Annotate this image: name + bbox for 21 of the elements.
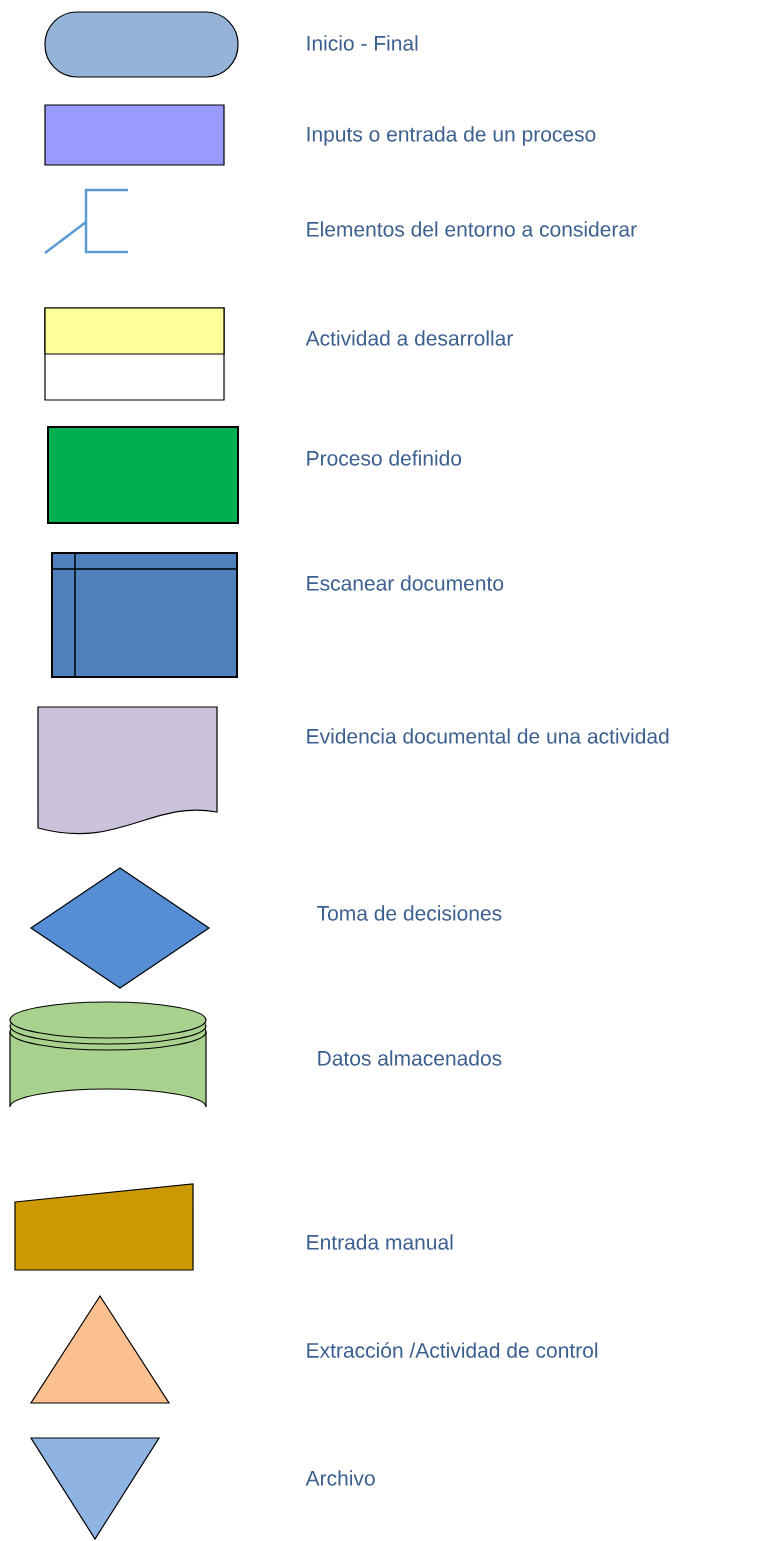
symbol-description: Extracción /Actividad de control <box>307 1342 598 1358</box>
symbol-description: Escanear documento <box>307 575 504 591</box>
database-symbol <box>9 1001 207 1108</box>
symbol-description: Inicio - Final <box>307 35 418 51</box>
terminator-symbol <box>44 11 239 78</box>
document-symbol <box>37 706 218 835</box>
input-symbol <box>44 104 225 166</box>
symbol-description: Proceso definido <box>307 450 462 466</box>
symbol-description: Elementos del entorno a considerar <box>307 221 637 237</box>
activity-symbol <box>44 307 225 401</box>
scan-symbol <box>51 552 238 678</box>
symbol-description: Inputs o entrada de un proceso <box>307 126 596 146</box>
process-symbol <box>47 426 239 524</box>
symbol-description: Entrada manual <box>307 1234 453 1250</box>
symbol-description: Actividad a desarrollar <box>305 330 513 346</box>
symbol-description: Archivo <box>305 1470 375 1486</box>
symbol-description: Toma de decisiones <box>317 905 502 921</box>
symbol-description: Evidencia documental de una actividad <box>307 728 669 744</box>
manual-input-symbol <box>14 1183 194 1271</box>
annotation-symbol <box>43 188 130 255</box>
symbol-description: Datos almacenados <box>318 1050 502 1066</box>
